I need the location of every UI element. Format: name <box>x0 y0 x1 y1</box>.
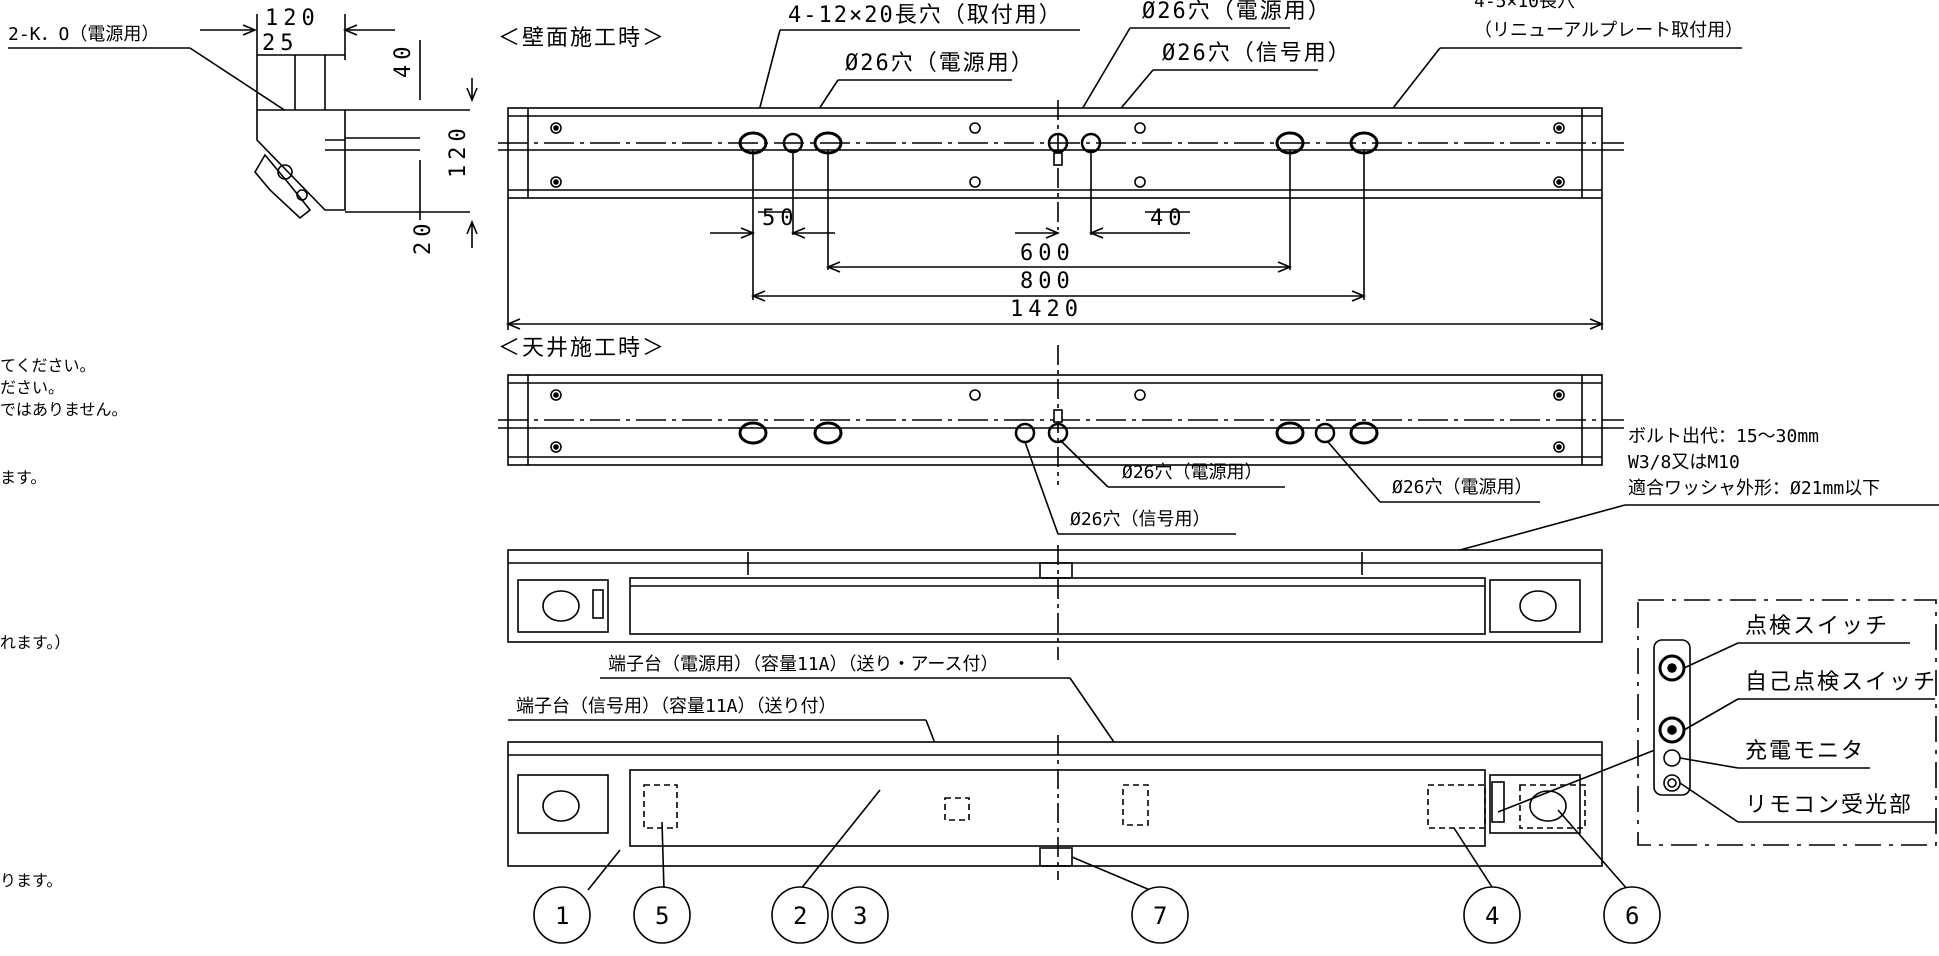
label-inspection-switch: 点検スイッチ <box>1745 614 1889 639</box>
label-long-hole-mount: 4-12×20長穴（取付用） <box>788 3 1063 28</box>
note-line-4: ます。 <box>0 468 46 487</box>
label-terminal-signal: 端子台（信号用）（容量11A）（送り付） <box>516 696 837 717</box>
ceiling-holes <box>550 389 1565 453</box>
dim-50: 50 <box>762 206 799 231</box>
front-view <box>507 545 1603 660</box>
note-line-2: ださい。 <box>0 378 64 397</box>
dim-1420: 1420 <box>1010 297 1083 322</box>
callout-4: 4 <box>1485 902 1499 930</box>
dim-25: 25 <box>262 31 299 56</box>
label-ceiling-hole-power-right: Ø26穴（電源用） <box>1392 477 1533 498</box>
label-charge-monitor: 充電モニタ <box>1745 739 1865 764</box>
label-hole-power-left: Ø26穴（電源用） <box>845 51 1035 76</box>
callout-6: 6 <box>1625 902 1639 930</box>
callout-5: 5 <box>655 902 669 930</box>
label-hole-signal: Ø26穴（信号用） <box>1162 41 1352 66</box>
note-line-5: れます。） <box>0 633 70 652</box>
callout-circles <box>533 886 1661 944</box>
label-long-hole-renewal-2: （リニューアルプレート取付用） <box>1474 20 1743 41</box>
dim-40: 40 <box>391 42 416 79</box>
dim-800: 800 <box>1020 269 1075 294</box>
label-ceiling-hole-signal: Ø26穴（信号用） <box>1070 509 1211 530</box>
dim-20: 20 <box>411 219 436 256</box>
note-line-3: ではありません。 <box>0 400 128 419</box>
bolt-note-2: W3/8又はM10 <box>1628 452 1740 473</box>
wall-view-title: ＜壁面施工時＞ <box>498 26 666 51</box>
ceiling-view-title: ＜天井施工時＞ <box>498 336 666 361</box>
dim-120-side: 120 <box>446 123 471 178</box>
side-view: 2-K．O（電源用） 120 25 40 120 <box>8 6 478 256</box>
label-self-inspection-switch: 自己点検スイッチ <box>1745 670 1937 695</box>
callout-3: 3 <box>853 902 867 930</box>
note-line-1: てください。 <box>0 356 96 375</box>
dim-120-top: 120 <box>265 6 320 31</box>
ceiling-view: ＜天井施工時＞ Ø26穴（電源用） Ø26穴（電源用） <box>498 336 1939 575</box>
label-ceiling-hole-power-center: Ø26穴（電源用） <box>1122 462 1263 483</box>
callout-7: 7 <box>1153 902 1167 930</box>
wall-view: ＜壁面施工時＞ 4-12×20長穴（取付用） Ø26穴（電源用） Ø26穴（電源… <box>498 0 1743 330</box>
bottom-view: 端子台（電源用）（容量11A）（送り・アース付） 端子台（信号用）（容量11A）… <box>507 654 1661 944</box>
bolt-note-1: ボルト出代：15～30mm <box>1628 426 1819 447</box>
dim-600: 600 <box>1020 241 1075 266</box>
label-remote-receiver: リモコン受光部 <box>1745 793 1913 818</box>
dim-40-mid: 40 <box>1150 206 1187 231</box>
bolt-note-3: 適合ワッシャ外形：Ø21mm以下 <box>1628 478 1880 499</box>
label-hole-power-top: Ø26穴（電源用） <box>1142 0 1332 24</box>
callout-1: 1 <box>555 902 569 930</box>
ko-label: 2-K．O（電源用） <box>8 24 159 45</box>
callout-2: 2 <box>793 902 807 930</box>
detail-panel: 点検スイッチ 自己点検スイッチ 充電モニタ リモコン受光部 <box>1637 599 1937 846</box>
note-line-6: ります。 <box>0 871 62 890</box>
left-notes: てください。 ださい。 ではありません。 ます。 れます。） ります。 <box>0 356 128 890</box>
label-long-hole-renewal-1: 4-5×10長穴 <box>1474 0 1575 12</box>
label-terminal-power: 端子台（電源用）（容量11A）（送り・アース付） <box>608 654 999 675</box>
